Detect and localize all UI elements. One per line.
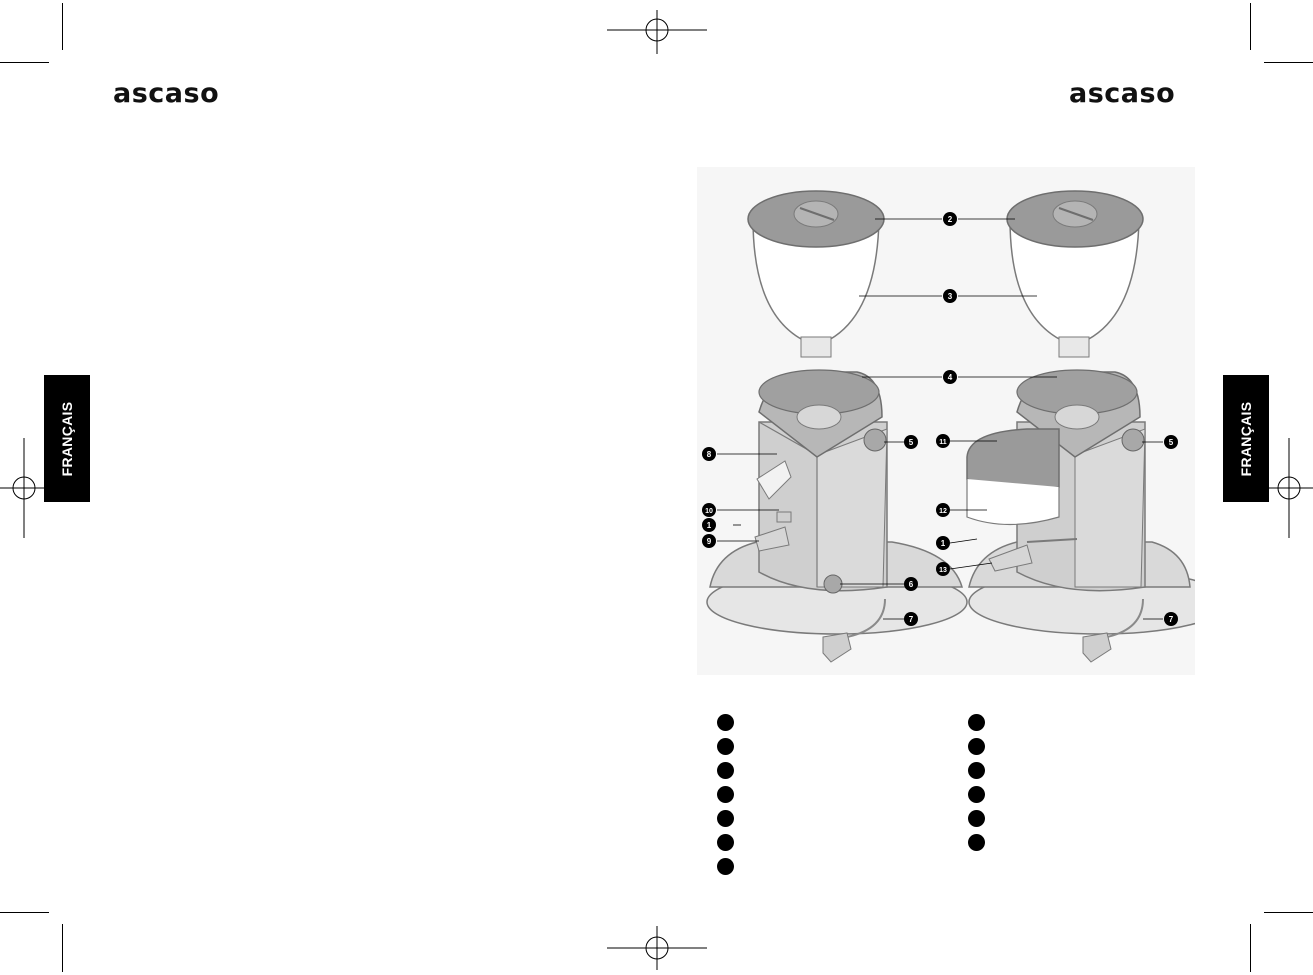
- callout-badges: 2 3 4 5 5 6 7 7 8 10 1 9 11 12 1 13: [702, 212, 1178, 626]
- registration-mark-right-icon: [1269, 438, 1313, 538]
- language-tab-right: FRANÇAIS: [1223, 375, 1269, 502]
- callout-11: 11: [939, 439, 947, 446]
- crop-mark-top-right-vertical: [1250, 3, 1251, 50]
- callout-9: 9: [707, 537, 712, 546]
- legend-bullet: [717, 762, 734, 779]
- legend-bullet: [717, 738, 734, 755]
- legend-bullet: [717, 834, 734, 851]
- brand-logo-left: ascaso: [113, 78, 220, 109]
- crop-mark-top-left-vertical: [62, 3, 63, 50]
- crop-mark-bottom-right-vertical: [1250, 924, 1251, 972]
- grinder-diagram-svg: 2 3 4 5 5 6 7 7 8 10 1 9 11 12 1 13: [702, 190, 1230, 663]
- legend-bullet: [968, 714, 985, 731]
- crop-mark-bottom-left-vertical: [62, 924, 63, 972]
- legend-bullet: [717, 714, 734, 731]
- callout-7-right: 7: [1169, 615, 1174, 624]
- legend-bullet: [968, 762, 985, 779]
- crop-mark-top-right-horizontal: [1264, 62, 1313, 63]
- callout-5-right: 5: [1169, 438, 1174, 447]
- legend-bullet: [968, 834, 985, 851]
- callout-2: 2: [948, 215, 953, 224]
- callout-5-left: 5: [909, 438, 914, 447]
- language-tab-left-label: FRANÇAIS: [59, 401, 75, 476]
- legend-bullet: [717, 810, 734, 827]
- grinder-parts-diagram: 2 3 4 5 5 6 7 7 8 10 1 9 11 12 1 13: [697, 167, 1230, 675]
- callout-10: 10: [705, 508, 713, 515]
- registration-mark-bottom-icon: [607, 926, 707, 970]
- legend-bullet: [968, 738, 985, 755]
- language-tab-right-label: FRANÇAIS: [1238, 401, 1254, 476]
- left-grinder-illustration: [706, 190, 968, 663]
- callout-3: 3: [948, 292, 953, 301]
- legend-bullet: [968, 786, 985, 803]
- callout-13: 13: [939, 567, 947, 574]
- registration-mark-top-icon: [607, 10, 707, 54]
- brand-logo-right: ascaso: [1069, 78, 1176, 109]
- callout-12: 12: [939, 508, 947, 515]
- legend-bullet: [717, 858, 734, 875]
- crop-mark-bottom-right-horizontal: [1264, 912, 1313, 913]
- legend-bullet: [717, 786, 734, 803]
- callout-1-right: 1: [941, 539, 946, 548]
- callout-8: 8: [707, 450, 712, 459]
- callout-6: 6: [909, 580, 914, 589]
- legend-bullet: [968, 810, 985, 827]
- crop-mark-bottom-left-horizontal: [0, 912, 49, 913]
- registration-mark-left-icon: [0, 438, 44, 538]
- right-grinder-illustration: [966, 190, 1230, 663]
- callout-7-left: 7: [909, 615, 914, 624]
- callout-1-left: 1: [707, 521, 712, 530]
- callout-4: 4: [948, 373, 953, 382]
- language-tab-left: FRANÇAIS: [44, 375, 90, 502]
- crop-mark-top-left-horizontal: [0, 62, 49, 63]
